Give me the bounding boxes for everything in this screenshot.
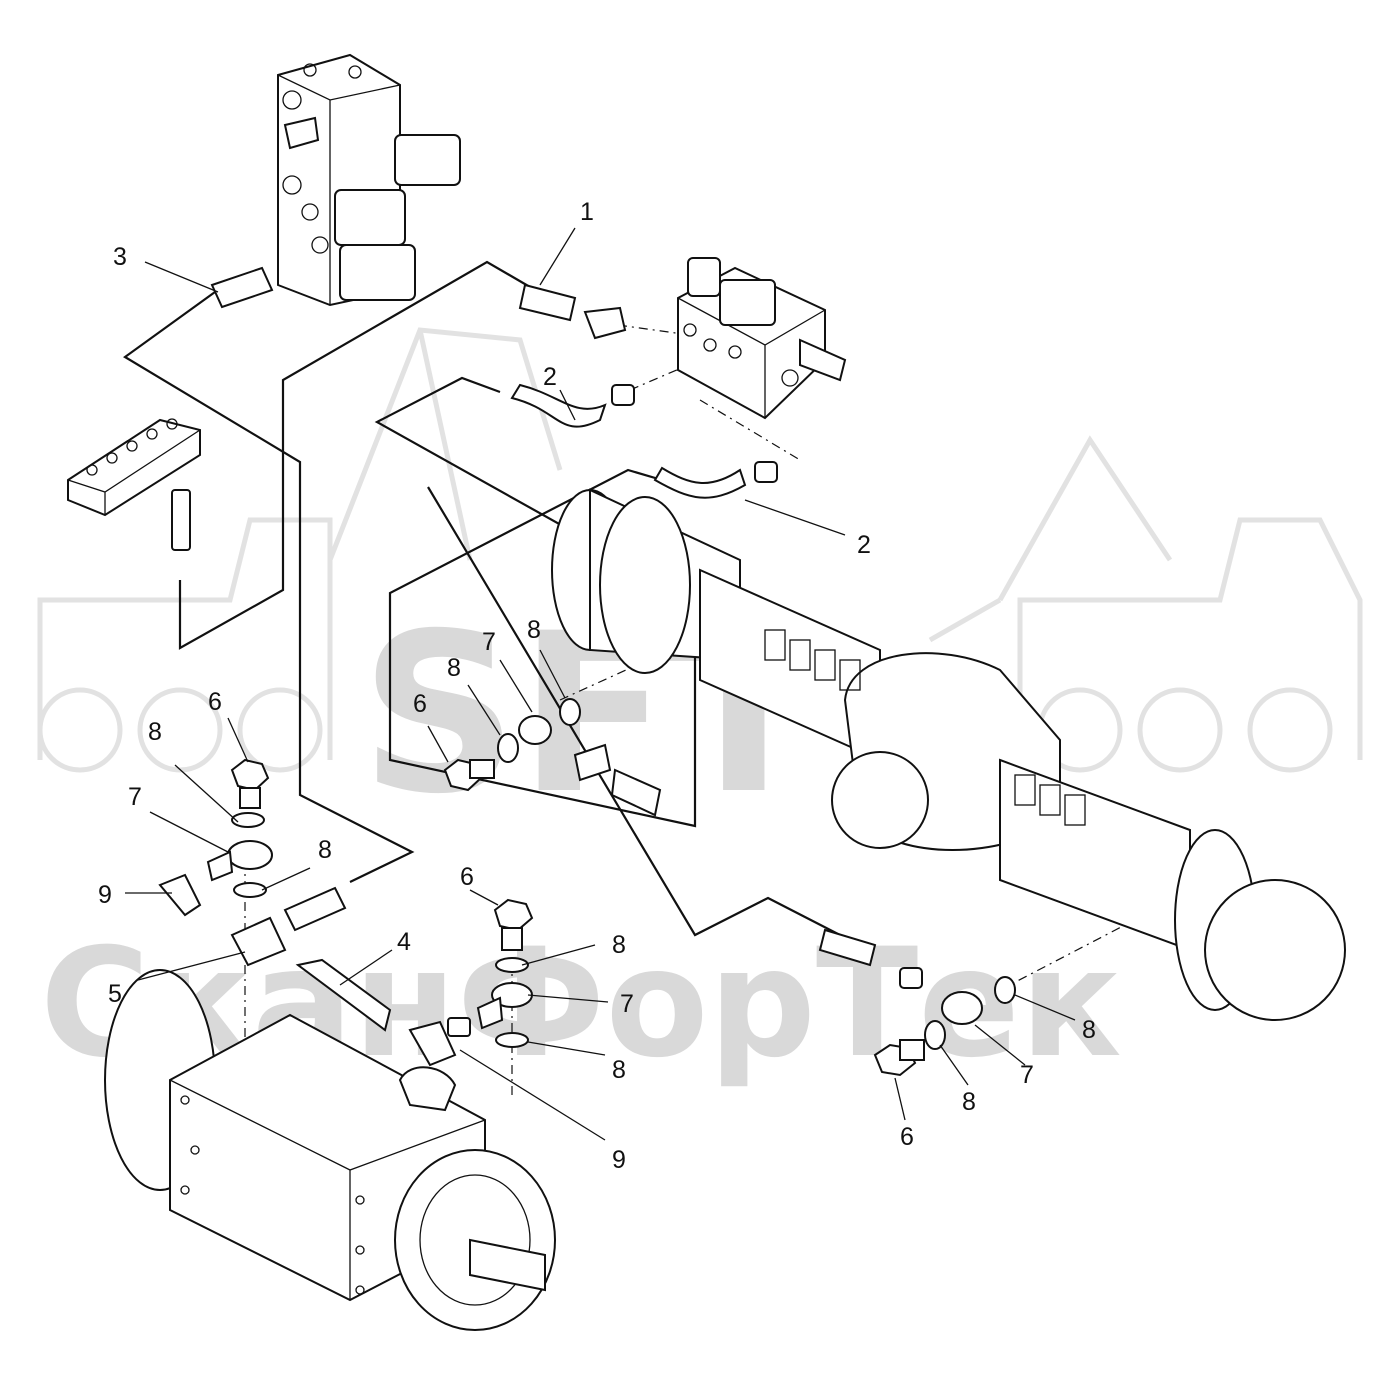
callout-6-right: 6 <box>900 1123 914 1151</box>
callout-8-left-bottom: 8 <box>318 836 332 864</box>
callout-2-right: 2 <box>857 531 871 559</box>
hose-route-1 <box>178 260 531 650</box>
callout-7-left: 7 <box>128 783 142 811</box>
watermark-excavator-right <box>928 435 1363 773</box>
distribution-bar <box>67 418 201 551</box>
centerline-1 <box>617 324 691 336</box>
callout-1: 1 <box>580 198 594 226</box>
callout-7-inner: 7 <box>482 628 496 656</box>
callout-6-inner: 6 <box>413 690 427 718</box>
callout-7-centre: 7 <box>620 990 634 1018</box>
hose-route-3 <box>123 291 415 883</box>
pump-motor-housing <box>104 969 556 1331</box>
bolt-6-left <box>230 758 270 792</box>
hose-route-2 <box>374 376 697 828</box>
callout-9-left: 9 <box>98 881 112 909</box>
callout-4: 4 <box>397 928 411 956</box>
callout-8-centre-bottom: 8 <box>612 1056 626 1084</box>
callout-8-right-bottom: 8 <box>962 1088 976 1116</box>
callout-6-left: 6 <box>208 688 222 716</box>
callout-8-left-top: 8 <box>148 718 162 746</box>
callout-9-lower: 9 <box>612 1146 626 1174</box>
fittings <box>158 266 1016 1077</box>
side-valve-block <box>677 257 847 420</box>
watermark: SFT СканФорТек <box>37 327 1363 1091</box>
callout-3: 3 <box>113 243 127 271</box>
callout-5: 5 <box>108 980 122 1008</box>
leader-lines <box>125 227 1076 1141</box>
callout-labels: 1 2 2 3 4 5 6 6 6 6 7 7 7 7 8 8 8 8 8 8 … <box>98 198 1096 1174</box>
callout-6-centre: 6 <box>460 863 474 891</box>
callout-8-inner-left: 8 <box>447 654 461 682</box>
centerline-7 <box>999 924 1126 991</box>
callout-8-inner-right: 8 <box>527 616 541 644</box>
callout-2-top: 2 <box>543 363 557 391</box>
control-valve-block <box>277 53 461 307</box>
callout-7-right: 7 <box>1020 1061 1034 1089</box>
callout-8-centre-top: 8 <box>612 931 626 959</box>
bolt-6-centre <box>493 898 534 932</box>
callout-8-right-top: 8 <box>1082 1016 1096 1044</box>
drive-axle <box>551 488 1346 1021</box>
